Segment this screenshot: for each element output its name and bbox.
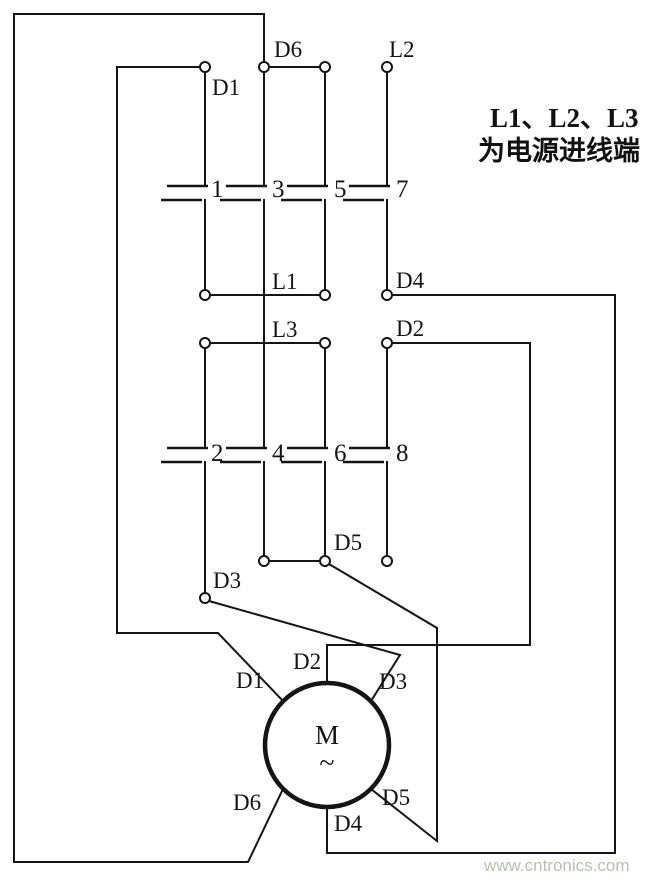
label-d1-switch: D1 <box>212 75 240 100</box>
label-d5-switch: D5 <box>334 530 362 555</box>
label-motor-d5: D5 <box>382 785 410 810</box>
label-contact-7: 7 <box>396 176 409 203</box>
wire-d2-net <box>326 342 531 684</box>
terminal-contact2-top <box>199 337 211 349</box>
label-contact-5: 5 <box>334 176 347 203</box>
label-d3-switch: D3 <box>213 568 241 593</box>
contact-2 <box>161 446 208 464</box>
wire-d6-net <box>13 13 321 863</box>
motor-symbol: M <box>315 720 339 750</box>
label-d4-switch: D4 <box>396 268 425 293</box>
contact-4 <box>220 446 267 464</box>
label-contact-4: 4 <box>272 440 285 467</box>
wiring <box>13 13 616 863</box>
terminals <box>199 61 393 604</box>
wire-d3-net <box>207 599 402 703</box>
contact-5 <box>281 184 328 202</box>
wire-d1-net <box>116 66 285 703</box>
terminal-d6-switch <box>258 61 270 73</box>
terminal-l3 <box>319 337 331 349</box>
terminal-d5-switch <box>319 555 331 567</box>
motor-wave-symbol: ~ <box>319 748 334 779</box>
terminal-d1-switch <box>199 61 211 73</box>
wire-d4-net <box>326 294 616 854</box>
terminal-d3-switch <box>199 592 211 604</box>
label-l1: L1 <box>272 269 298 294</box>
label-motor-d4: D4 <box>334 811 363 836</box>
label-contact-3: 3 <box>272 176 285 203</box>
terminal-contact8-bottom <box>381 555 393 567</box>
terminal-d2-switch <box>381 337 393 349</box>
wire-d5-net <box>327 562 438 844</box>
label-motor-d1: D1 <box>236 668 264 693</box>
terminal-l1 <box>319 289 331 301</box>
label-contact-8: 8 <box>396 440 409 467</box>
terminal-l2 <box>381 61 393 73</box>
label-motor-d2: D2 <box>293 649 321 674</box>
label-l3: L3 <box>272 317 298 342</box>
motor-circle <box>262 680 392 810</box>
label-contact-1: 1 <box>211 176 224 203</box>
motor: M ~ <box>262 680 392 810</box>
watermark-text: www.cntronics.com <box>483 856 629 875</box>
label-contact-2: 2 <box>211 440 224 467</box>
label-l2: L2 <box>389 37 415 62</box>
note-line-1: L1、L2、L3 <box>490 103 639 133</box>
terminal-contact1-bottom <box>199 289 211 301</box>
contact-7 <box>343 184 390 202</box>
note-line-2: 为电源进线端 <box>478 136 640 166</box>
terminal-contact4-bottom <box>258 555 270 567</box>
terminal-col5-top <box>319 61 331 73</box>
contact-1 <box>161 184 208 202</box>
label-contact-6: 6 <box>334 440 347 467</box>
label-motor-d6: D6 <box>233 790 261 815</box>
label-d2-switch: D2 <box>396 316 424 341</box>
contact-6 <box>281 446 328 464</box>
label-d6-switch: D6 <box>274 37 302 62</box>
terminal-d4-switch <box>381 289 393 301</box>
contact-8 <box>343 446 390 464</box>
contact-3 <box>220 184 267 202</box>
label-motor-d3: D3 <box>379 669 407 694</box>
